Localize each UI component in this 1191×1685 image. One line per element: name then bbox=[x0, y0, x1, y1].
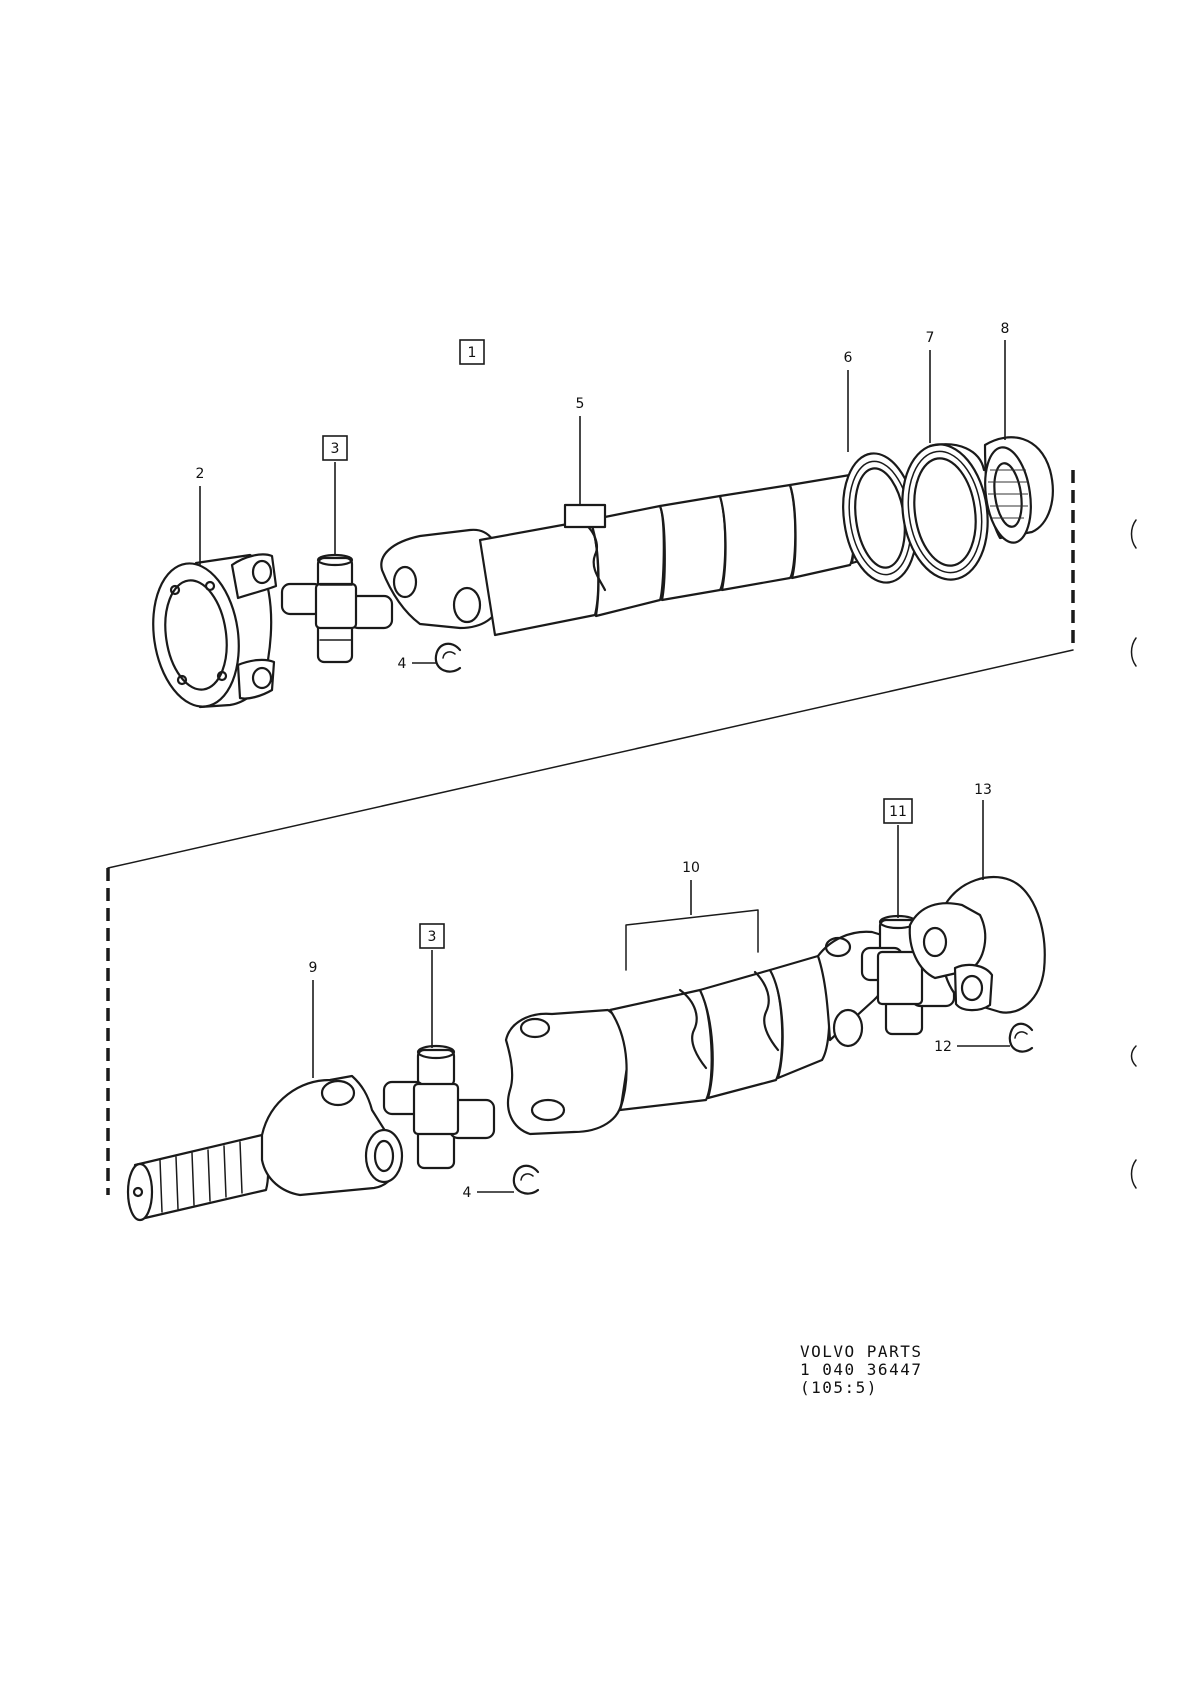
flange-yoke-drawing bbox=[152, 553, 278, 709]
reference-labels: 1 2 3 4 5 6 7 8 9 3 4 10 11 12 13 bbox=[196, 321, 1010, 1201]
universal-joint-upper-drawing bbox=[280, 553, 394, 664]
footer-part-number: 1 040 36447 bbox=[800, 1360, 922, 1379]
label-flange-yoke: 2 bbox=[196, 466, 205, 482]
propeller-shaft-upper-drawing bbox=[380, 473, 875, 637]
label-assembly-upper: 1 bbox=[468, 345, 477, 361]
label-shaft-lower: 10 bbox=[682, 860, 700, 876]
footer-brand: VOLVO PARTS bbox=[800, 1342, 922, 1361]
footer-reference: (105:5) bbox=[800, 1378, 878, 1397]
circlip-rear-drawing bbox=[1008, 1022, 1034, 1053]
label-bearing: 7 bbox=[926, 330, 935, 346]
label-circlip-lower: 4 bbox=[463, 1185, 472, 1201]
rear-flange-yoke-drawing bbox=[908, 876, 1046, 1014]
label-rear-flange-yoke: 13 bbox=[974, 782, 992, 798]
label-shaft-upper: 5 bbox=[576, 396, 585, 412]
leader-lines bbox=[199, 340, 1010, 1193]
scan-marks bbox=[1130, 519, 1137, 1189]
label-spline-yoke: 9 bbox=[309, 960, 318, 976]
label-circlip-upper: 4 bbox=[398, 656, 407, 672]
label-box-ujoint-rear bbox=[883, 798, 913, 824]
label-bearing-mount: 8 bbox=[1001, 321, 1010, 337]
parts-footer: VOLVO PARTS 1 040 36447 (105:5) bbox=[800, 1342, 922, 1397]
spline-yoke-drawing bbox=[126, 1074, 404, 1222]
label-ujoint-upper: 3 bbox=[331, 441, 340, 457]
label-box-ujoint-lower bbox=[419, 923, 445, 949]
label-washer: 6 bbox=[844, 350, 853, 366]
label-ujoint-rear: 11 bbox=[889, 804, 907, 820]
bearing-mount-drawing bbox=[983, 436, 1054, 544]
circlip-lower-drawing bbox=[512, 1164, 540, 1195]
label-circlip-rear: 12 bbox=[934, 1039, 952, 1055]
universal-joint-rear-drawing bbox=[860, 914, 956, 1036]
universal-joint-lower-drawing bbox=[382, 1044, 496, 1170]
label-box-assembly-upper bbox=[459, 339, 485, 365]
label-box-ujoint-upper bbox=[322, 435, 348, 461]
propeller-shaft-lower-drawing bbox=[504, 909, 891, 1136]
circlip-upper-drawing bbox=[434, 642, 462, 673]
connection-dashed-outline bbox=[106, 470, 1075, 1195]
label-ujoint-lower: 3 bbox=[428, 929, 437, 945]
